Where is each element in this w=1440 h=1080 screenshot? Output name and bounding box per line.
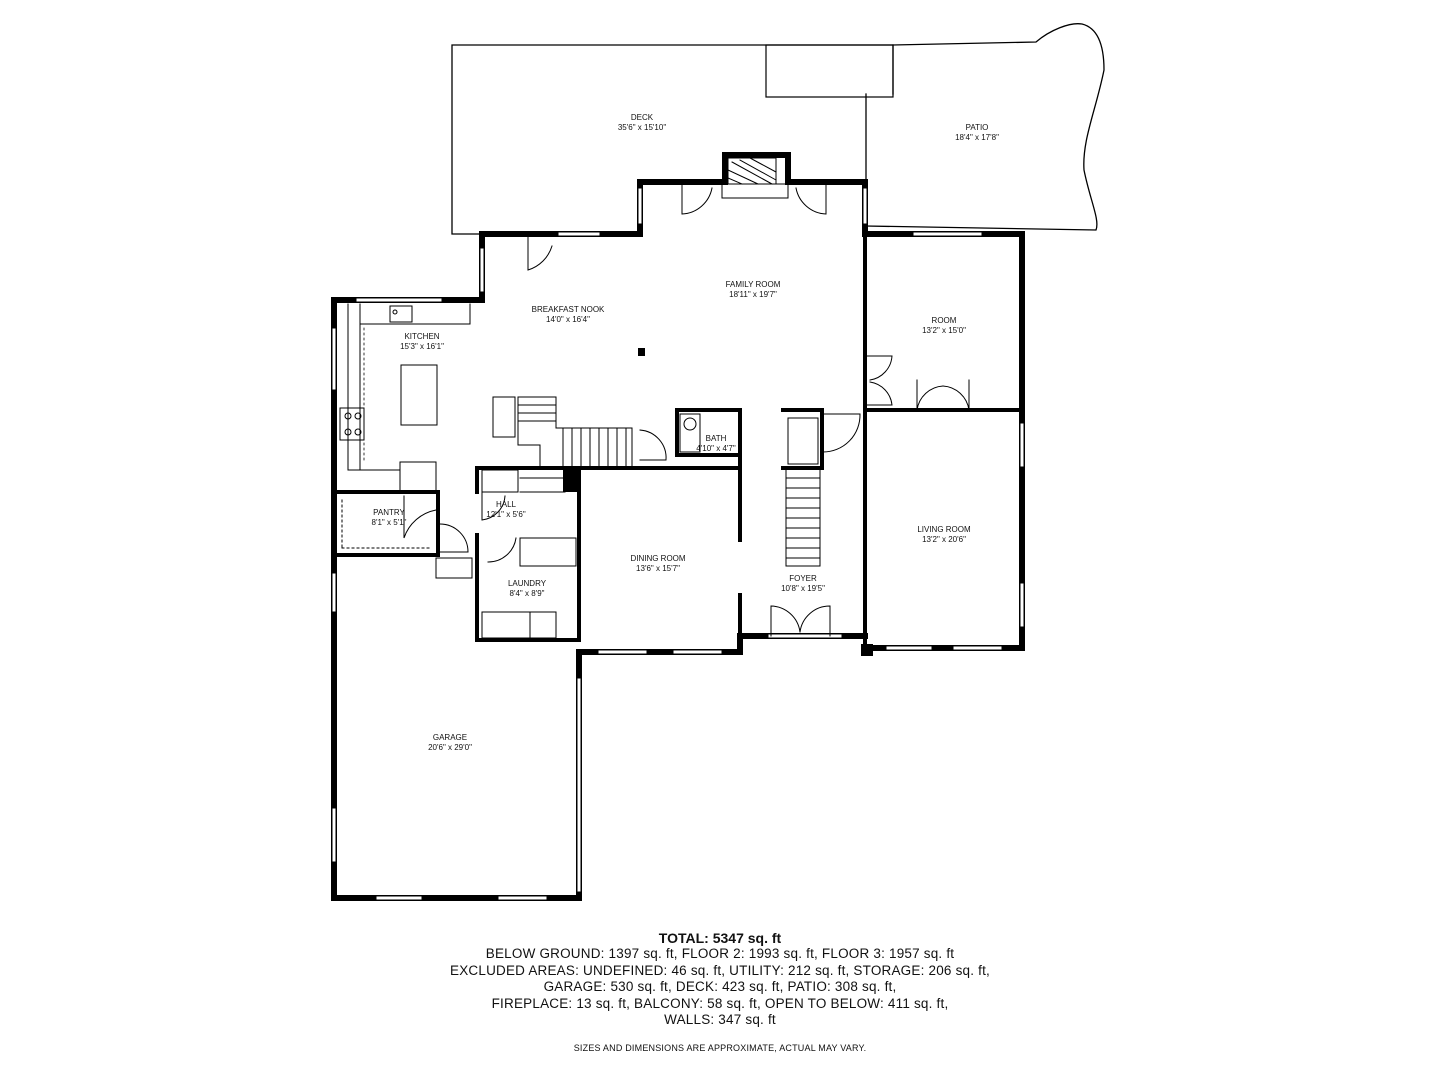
solid-elements: [563, 348, 873, 656]
bath-fixtures: [679, 413, 701, 453]
kitchen-counters: [339, 303, 471, 493]
deck-stairs: [765, 44, 894, 98]
room-dims: 14'0" x 16'4": [546, 315, 590, 324]
room-name: PANTRY: [373, 508, 405, 517]
area-summary: TOTAL: 5347 sq. ft BELOW GROUND: 1397 sq…: [0, 930, 1440, 1053]
disclaimer: SIZES AND DIMENSIONS ARE APPROXIMATE, AC…: [573, 1042, 867, 1053]
floor-plan-drawing: [331, 23, 1105, 901]
room-name: KITCHEN: [404, 332, 440, 341]
room-name: FAMILY ROOM: [725, 280, 781, 289]
summary-line: GARAGE: 530 sq. ft, DECK: 423 sq. ft, PA…: [543, 979, 897, 994]
interior-walls: [332, 232, 1024, 654]
room-dims: 10'8" x 19'5": [781, 584, 825, 593]
room-name: DINING ROOM: [630, 554, 686, 563]
deck-outline: [451, 44, 894, 235]
room-name: GARAGE: [432, 733, 468, 742]
room-dims: 4'10" x 4'7": [696, 444, 736, 453]
room-name: PATIO: [965, 123, 989, 132]
room-dims: 8'4" x 8'9": [509, 589, 545, 598]
summary-line: BELOW GROUND: 1397 sq. ft, FLOOR 2: 1993…: [485, 946, 955, 961]
summary-line: WALLS: 347 sq. ft: [664, 1012, 776, 1027]
fireplace: [721, 157, 789, 199]
doors: [403, 181, 970, 637]
patio-outline: [865, 23, 1105, 231]
summary-line: EXCLUDED AREAS: UNDEFINED: 46 sq. ft, UT…: [450, 962, 990, 978]
room-dims: 18'4" x 17'8": [955, 133, 999, 142]
summary-line: FIREPLACE: 13 sq. ft, BALCONY: 58 sq. ft…: [491, 995, 949, 1011]
room-dims: 18'11" x 19'7": [729, 290, 777, 299]
room-dims: 8'1" x 5'1": [371, 518, 407, 527]
room-name: ROOM: [931, 316, 957, 325]
window-gaps: [332, 188, 1024, 900]
room-dims: 12'1" x 5'6": [486, 510, 526, 519]
foyer-stairs: [785, 417, 821, 567]
total-area: TOTAL: 5347 sq. ft: [658, 930, 782, 946]
room-name: BREAKFAST NOOK: [531, 305, 605, 314]
room-name: DECK: [630, 113, 654, 122]
window-lines: [331, 189, 1025, 901]
room-dims: 20'6" x 29'0": [428, 743, 472, 752]
room-name: LAUNDRY: [507, 579, 547, 588]
room-name: BATH: [705, 434, 727, 443]
room-dims: 15'3" x 16'1": [400, 342, 444, 351]
laundry-fixtures: [435, 469, 577, 639]
room-dims: 13'6" x 15'7": [636, 564, 680, 573]
pantry-shelves: [341, 499, 431, 549]
room-dims: 13'2" x 20'6": [922, 535, 966, 544]
room-name: FOYER: [789, 574, 817, 583]
room-dims: 35'6" x 15'10": [617, 123, 667, 132]
room-name: LIVING ROOM: [917, 525, 971, 534]
room-name: HALL: [495, 500, 516, 509]
center-stairs: [492, 396, 633, 469]
room-dims: 13'2" x 15'0": [922, 326, 966, 335]
